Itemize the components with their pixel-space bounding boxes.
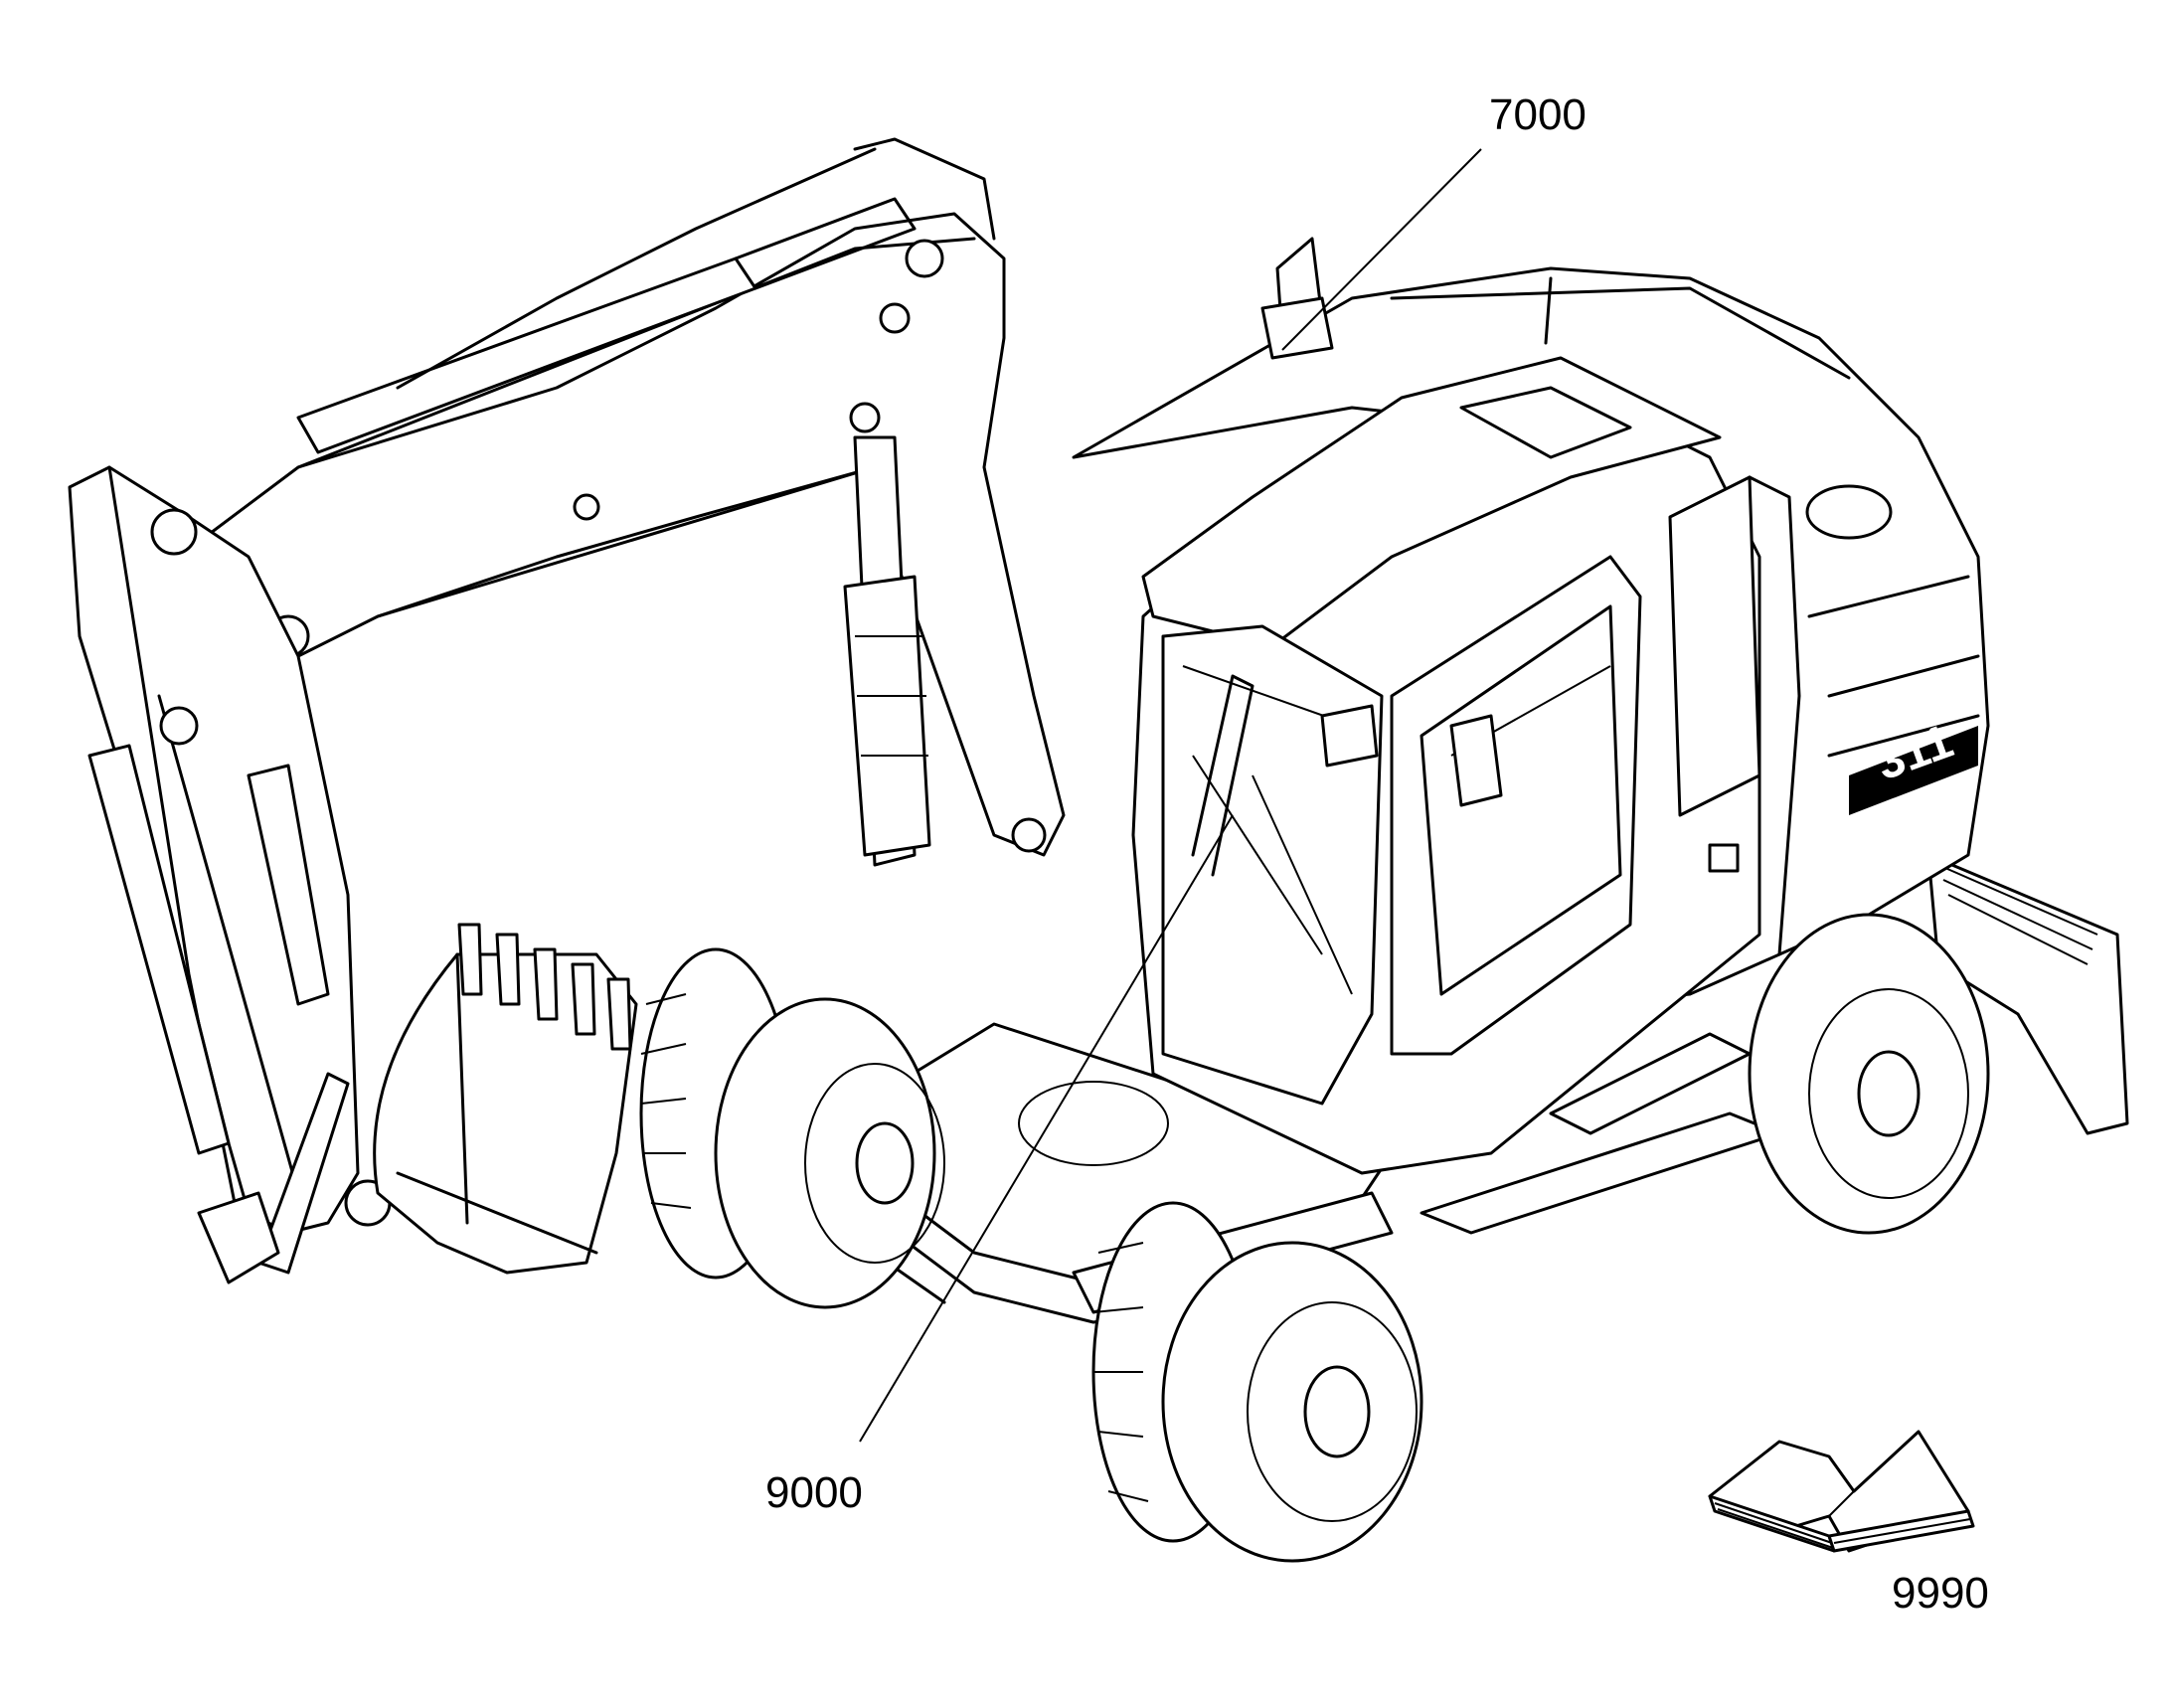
wheels-drawing: [639, 913, 1990, 1563]
callout-9000: 9000: [765, 1468, 863, 1517]
wheel-rear-left: [639, 947, 945, 1309]
upper-structure-drawing: 311: [1072, 237, 1990, 1235]
open-book-icon: [1708, 1430, 1975, 1553]
boom-arm-drawing: [68, 137, 1066, 1284]
callout-9990: 9990: [1892, 1569, 1989, 1618]
wheel-right: [1748, 913, 1990, 1235]
leader-line-9000: [859, 814, 1234, 1443]
wheel-front-left: [1091, 1201, 1423, 1563]
callout-7000: 7000: [1489, 90, 1587, 139]
leader-line-7000: [1281, 148, 1482, 351]
